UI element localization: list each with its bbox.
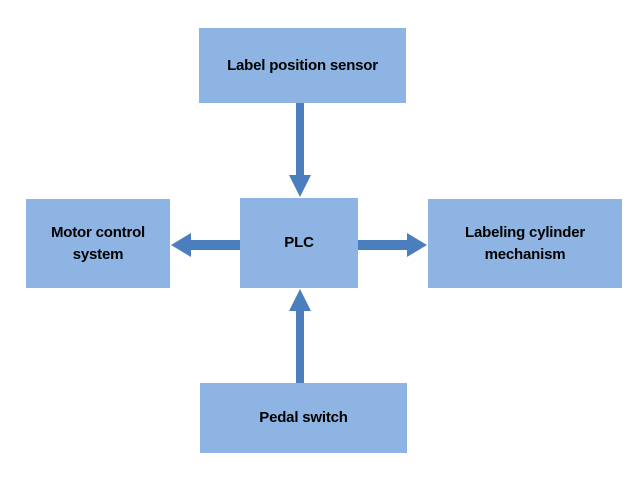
node-motor-control-system: Motor control system: [26, 199, 170, 288]
arrow-plc-to-cylinder: [358, 232, 428, 258]
node-label: Pedal switch: [259, 409, 348, 427]
node-label: Motor control system: [50, 223, 146, 263]
node-pedal-switch: Pedal switch: [200, 383, 407, 453]
node-labeling-cylinder-mechanism: Labeling cylinder mechanism: [428, 199, 622, 288]
arrow-sensor-to-plc: [285, 103, 315, 199]
node-label: PLC: [284, 234, 314, 252]
arrow-pedal-to-plc: [285, 288, 315, 383]
arrow-plc-to-motor: [170, 232, 240, 258]
node-label-position-sensor: Label position sensor: [199, 28, 406, 103]
node-plc: PLC: [240, 198, 358, 288]
node-label: Label position sensor: [227, 56, 378, 74]
node-label: Labeling cylinder mechanism: [465, 223, 585, 263]
